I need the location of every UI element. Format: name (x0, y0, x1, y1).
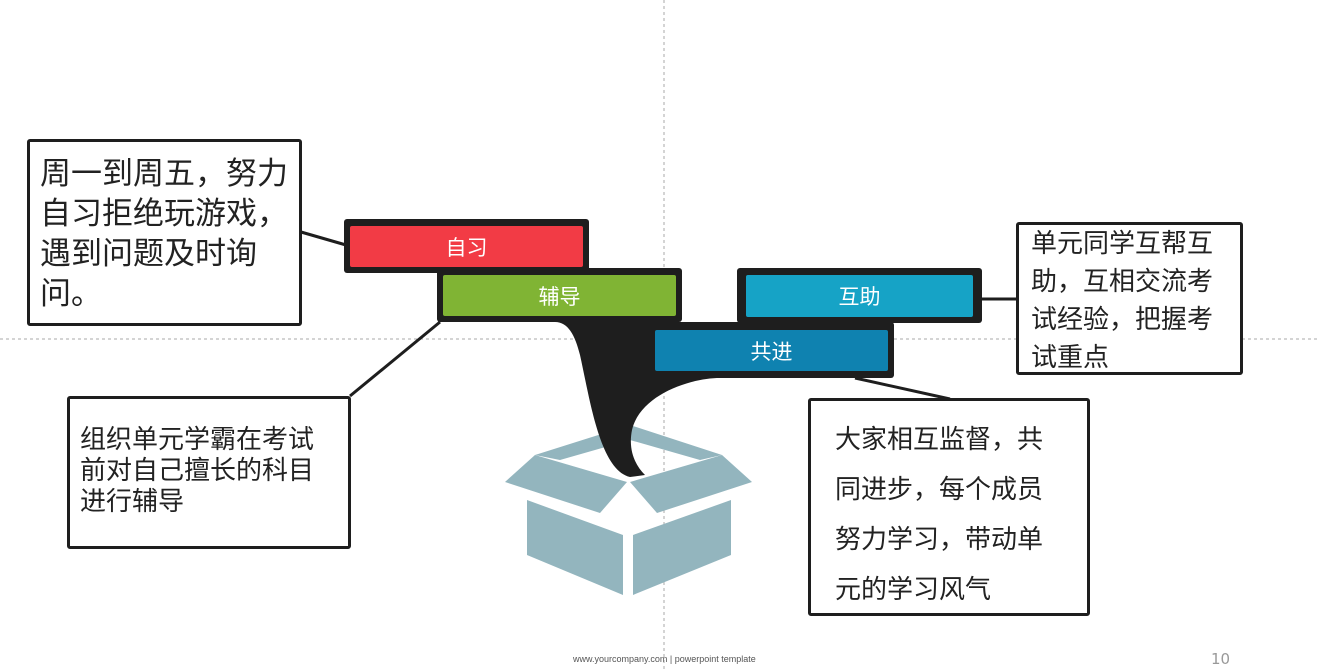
page-number: 10 (1211, 650, 1231, 668)
label-gongjin: 共进 (650, 322, 894, 378)
connector-lines (300, 230, 1017, 401)
label-huzhu: 互助 (737, 268, 982, 323)
textbox-fudao: 组织单元学霸在考试前对自己擅长的科目进行辅导 (67, 396, 351, 549)
label-zixi: 自习 (344, 219, 589, 273)
box-icon (505, 425, 752, 595)
label-zixi-text: 自习 (350, 226, 583, 267)
label-fudao-text: 辅导 (443, 275, 676, 316)
textbox-gongjin: 大家相互监督，共同进步，每个成员努力学习，带动单元的学习风气 (808, 398, 1090, 616)
textbox-zixi: 周一到周五，努力自习拒绝玩游戏，遇到问题及时询问。 (27, 139, 302, 326)
label-gongjin-text: 共进 (655, 330, 888, 371)
label-huzhu-text: 互助 (746, 275, 973, 317)
label-fudao: 辅导 (437, 268, 682, 322)
textbox-huzhu: 单元同学互帮互助，互相交流考试经验，把握考试重点 (1016, 222, 1243, 375)
footer-text: www.yourcompany.com | powerpoint templat… (573, 654, 756, 664)
